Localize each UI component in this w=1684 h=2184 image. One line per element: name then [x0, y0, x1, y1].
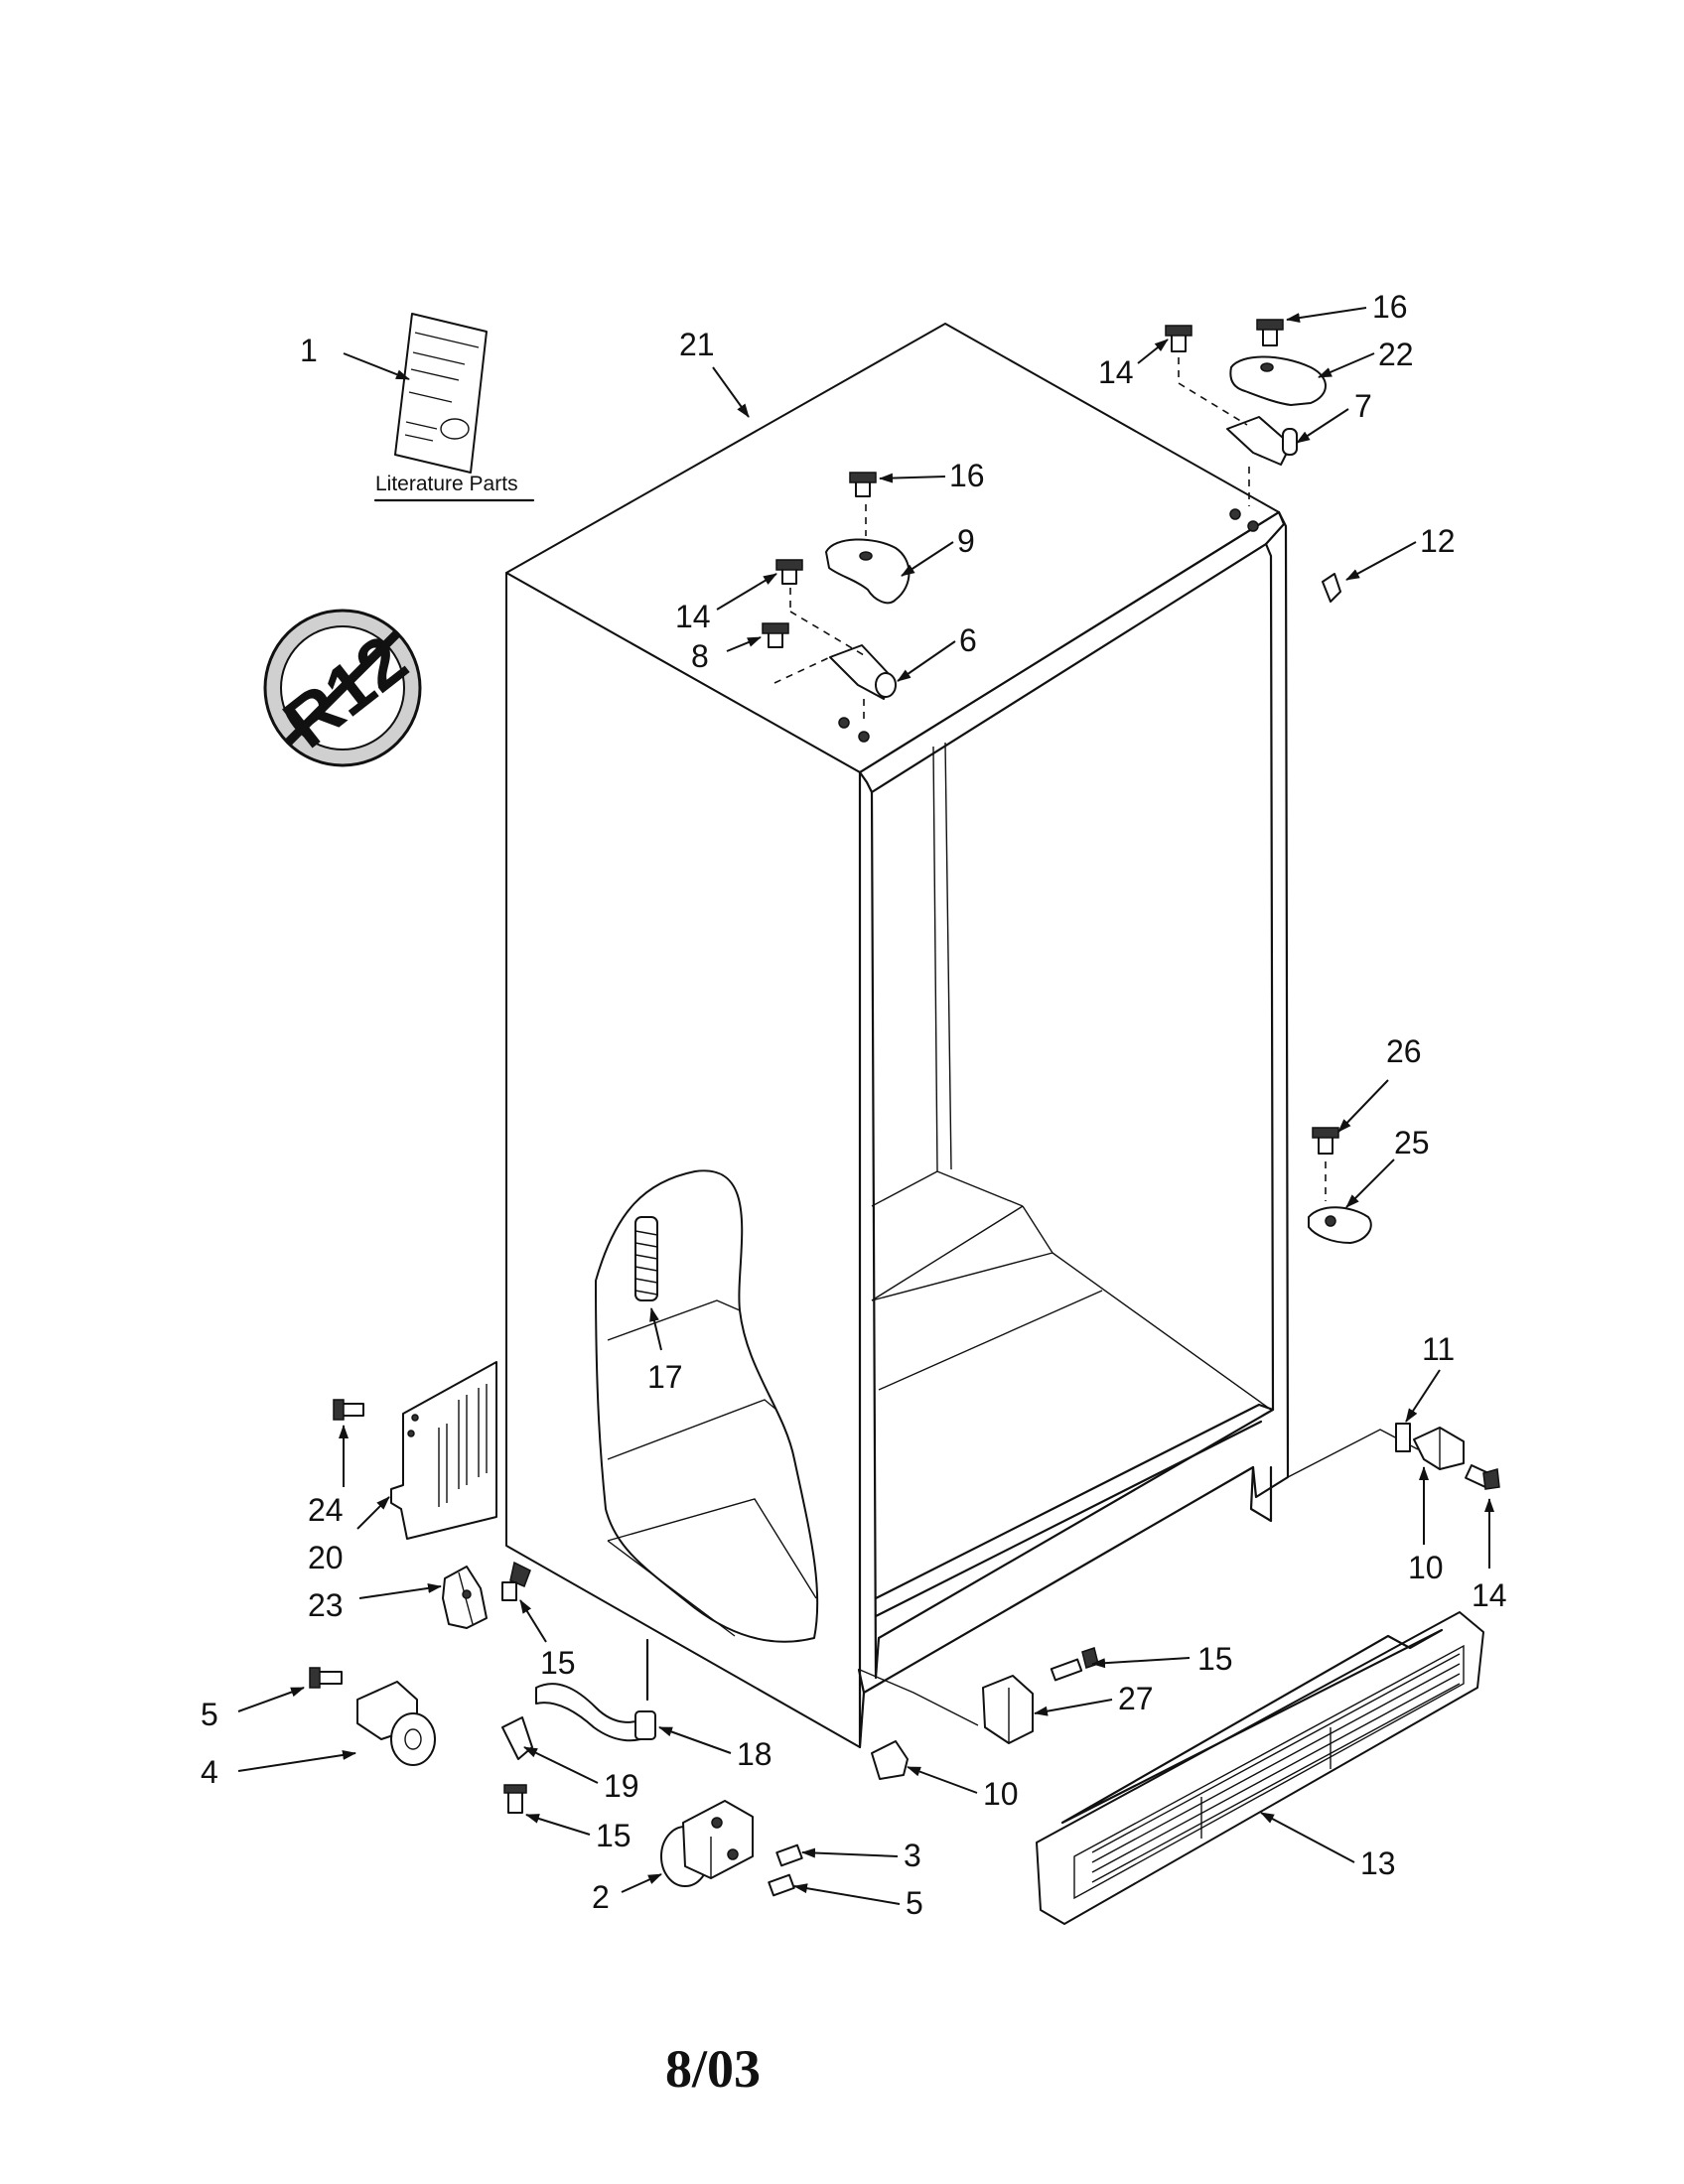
top-right-hinge-assembly [1165, 319, 1327, 532]
drain-coil [634, 1216, 658, 1301]
callout-8: 8 [691, 638, 709, 674]
callout-23: 23 [308, 1587, 344, 1623]
callout-19: 19 [604, 1768, 639, 1804]
callout-10-bottom: 10 [983, 1776, 1019, 1812]
callout-21: 21 [679, 327, 715, 362]
callout-15-bottom: 15 [596, 1818, 632, 1853]
callout-14-right: 14 [1472, 1577, 1507, 1613]
callout-20: 20 [308, 1540, 344, 1575]
callout-13: 13 [1360, 1845, 1396, 1881]
no-r12-warning-icon: R12 [263, 609, 422, 767]
clip-part [1322, 573, 1341, 603]
callout-9: 9 [957, 523, 975, 559]
callout-15-left: 15 [540, 1645, 576, 1681]
callout-5-left: 5 [201, 1697, 218, 1732]
callout-25: 25 [1394, 1125, 1430, 1160]
callout-15-right: 15 [1197, 1641, 1233, 1677]
right-front-roller-assembly [660, 1800, 803, 1897]
callout-1: 1 [300, 333, 318, 368]
callout-11: 11 [1422, 1331, 1455, 1367]
callout-24: 24 [308, 1492, 344, 1528]
callout-4: 4 [201, 1754, 218, 1790]
callout-14-top-right: 14 [1098, 354, 1134, 390]
callout-2: 2 [592, 1879, 610, 1915]
right-bottom-hinge-assembly [1395, 1423, 1500, 1490]
callout-14-center: 14 [675, 599, 711, 634]
left-roller-assembly [309, 1667, 436, 1766]
callout-18: 18 [737, 1736, 772, 1772]
left-bottom-hinge [442, 1561, 531, 1629]
callout-12: 12 [1420, 523, 1456, 559]
top-center-hinge-assembly [762, 472, 911, 743]
toe-grille [1036, 1611, 1484, 1925]
callout-7: 7 [1354, 388, 1372, 424]
callout-16-center: 16 [949, 458, 985, 493]
callout-26: 26 [1386, 1033, 1422, 1069]
right-bracket-assembly [1308, 1127, 1372, 1244]
callout-6: 6 [959, 622, 977, 658]
callout-10-right: 10 [1408, 1550, 1444, 1585]
callout-22: 22 [1378, 337, 1414, 372]
right-front-hinge-bracket [982, 1647, 1099, 1744]
callout-27: 27 [1118, 1681, 1154, 1716]
left-rear-bracket [333, 1361, 497, 1540]
bottom-clip [871, 1740, 909, 1780]
footer-date: 8/03 [665, 2039, 761, 2099]
callout-17: 17 [647, 1359, 683, 1395]
drain-tube-assembly [501, 1638, 656, 1814]
literature-booklet [394, 313, 488, 474]
literature-parts-label: Literature Parts [375, 473, 518, 495]
leader-arrows [237, 307, 1494, 1905]
callout-3: 3 [904, 1838, 921, 1873]
callout-16-top-right: 16 [1372, 289, 1408, 325]
callout-5-bottom: 5 [906, 1885, 923, 1921]
